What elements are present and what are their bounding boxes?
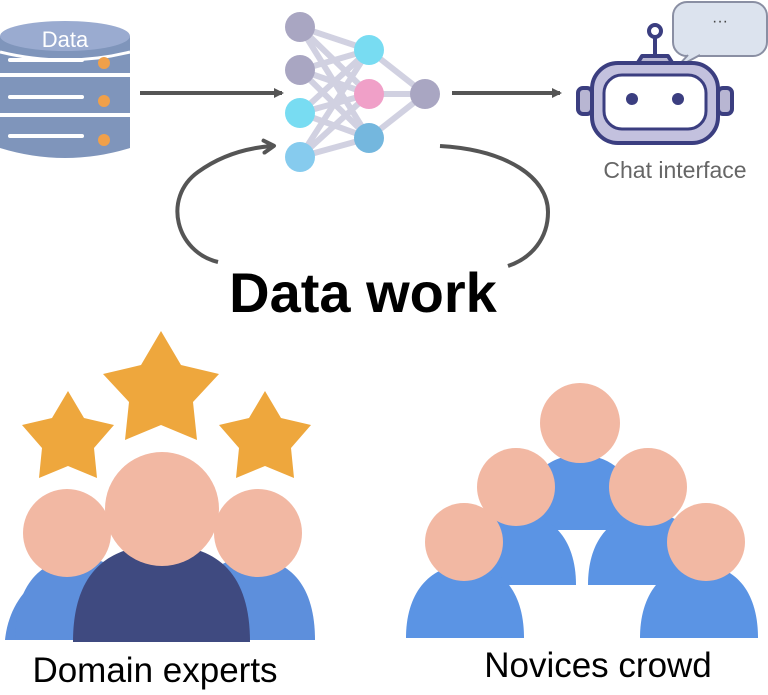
lead-expert-head	[105, 452, 219, 566]
lead-expert-body	[73, 545, 250, 642]
hidden-node	[354, 123, 384, 153]
star-icon	[219, 391, 311, 478]
expert-head	[214, 489, 302, 577]
novices-crowd-icon: Novices crowd	[406, 383, 758, 685]
database-label: Data	[42, 27, 89, 52]
novices-crowd-label: Novices crowd	[484, 646, 712, 685]
input-node	[285, 98, 315, 128]
robot-eye	[626, 93, 638, 105]
input-node	[285, 12, 315, 42]
neural-network-icon	[285, 12, 440, 172]
robot-eye	[672, 93, 684, 105]
novice-head	[425, 503, 503, 581]
speech-bubble	[672, 1, 768, 57]
novice-head	[609, 448, 687, 526]
star-icon	[22, 391, 114, 478]
database-icon: Data	[0, 21, 131, 158]
novice-body	[406, 565, 524, 638]
output-node	[410, 79, 440, 109]
novice-head	[667, 503, 745, 581]
novice-body	[640, 565, 758, 638]
domain-experts-label: Domain experts	[32, 651, 277, 690]
chat-interface-label: Chat interface	[603, 157, 746, 183]
speech-bubble-text: ···	[712, 13, 728, 30]
data-work-title: Data work	[229, 261, 497, 324]
loop-arrow-right	[439, 144, 551, 268]
expert-head	[23, 489, 111, 577]
loop-arrow-left	[175, 138, 276, 264]
robot-chat-icon: ··· Chat interface	[576, 1, 768, 183]
novice-head	[540, 383, 620, 463]
star-icon	[103, 331, 219, 440]
hidden-node	[354, 35, 384, 65]
hidden-node	[354, 79, 384, 109]
domain-experts-icon: Domain experts	[5, 331, 315, 690]
input-node	[285, 55, 315, 85]
novice-head	[477, 448, 555, 526]
input-node	[285, 142, 315, 172]
